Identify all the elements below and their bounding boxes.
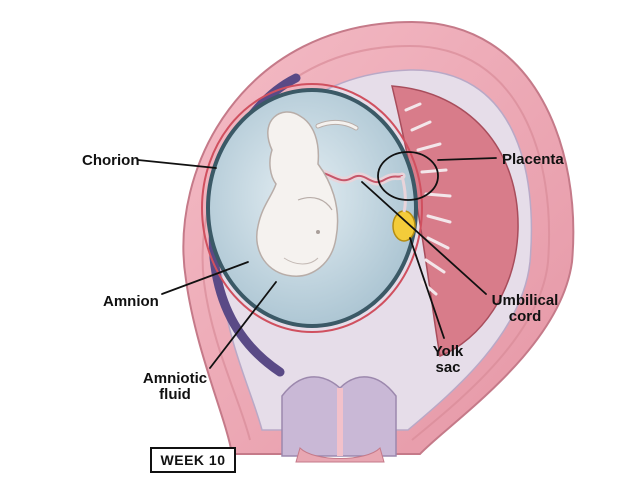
placenta-villi	[404, 102, 452, 296]
leader-chorion	[137, 159, 217, 169]
label-amniotic-line2: fluid	[159, 386, 191, 403]
week-badge-text: WEEK 10	[161, 452, 226, 468]
label-placenta: Placenta	[502, 151, 564, 168]
uterine-wall-inner-line	[201, 44, 551, 441]
placenta-highlight-circle	[377, 151, 439, 201]
week-badge: WEEK 10	[150, 447, 236, 473]
cervical-os	[295, 447, 385, 463]
label-umbilical-line2: cord	[509, 308, 542, 325]
leader-amnion	[161, 261, 249, 295]
label-yolk-line2: sac	[435, 359, 460, 376]
leader-placenta	[437, 157, 497, 161]
label-amniotic-line1: Amniotic	[143, 370, 207, 387]
umbilical-cord-vessel	[311, 170, 403, 183]
label-chorion: Chorion	[82, 152, 140, 169]
label-umbilical-line1: Umbilical	[492, 292, 559, 309]
leader-umbilical	[361, 181, 487, 295]
label-amnion: Amnion	[103, 293, 159, 310]
embryo	[256, 111, 359, 277]
label-yolk-line1: Yolk	[433, 343, 464, 360]
yolk-stalk	[400, 175, 407, 213]
amnion-membrane	[201, 83, 423, 333]
leader-yolk	[409, 237, 445, 339]
leader-amniotic	[209, 281, 277, 369]
